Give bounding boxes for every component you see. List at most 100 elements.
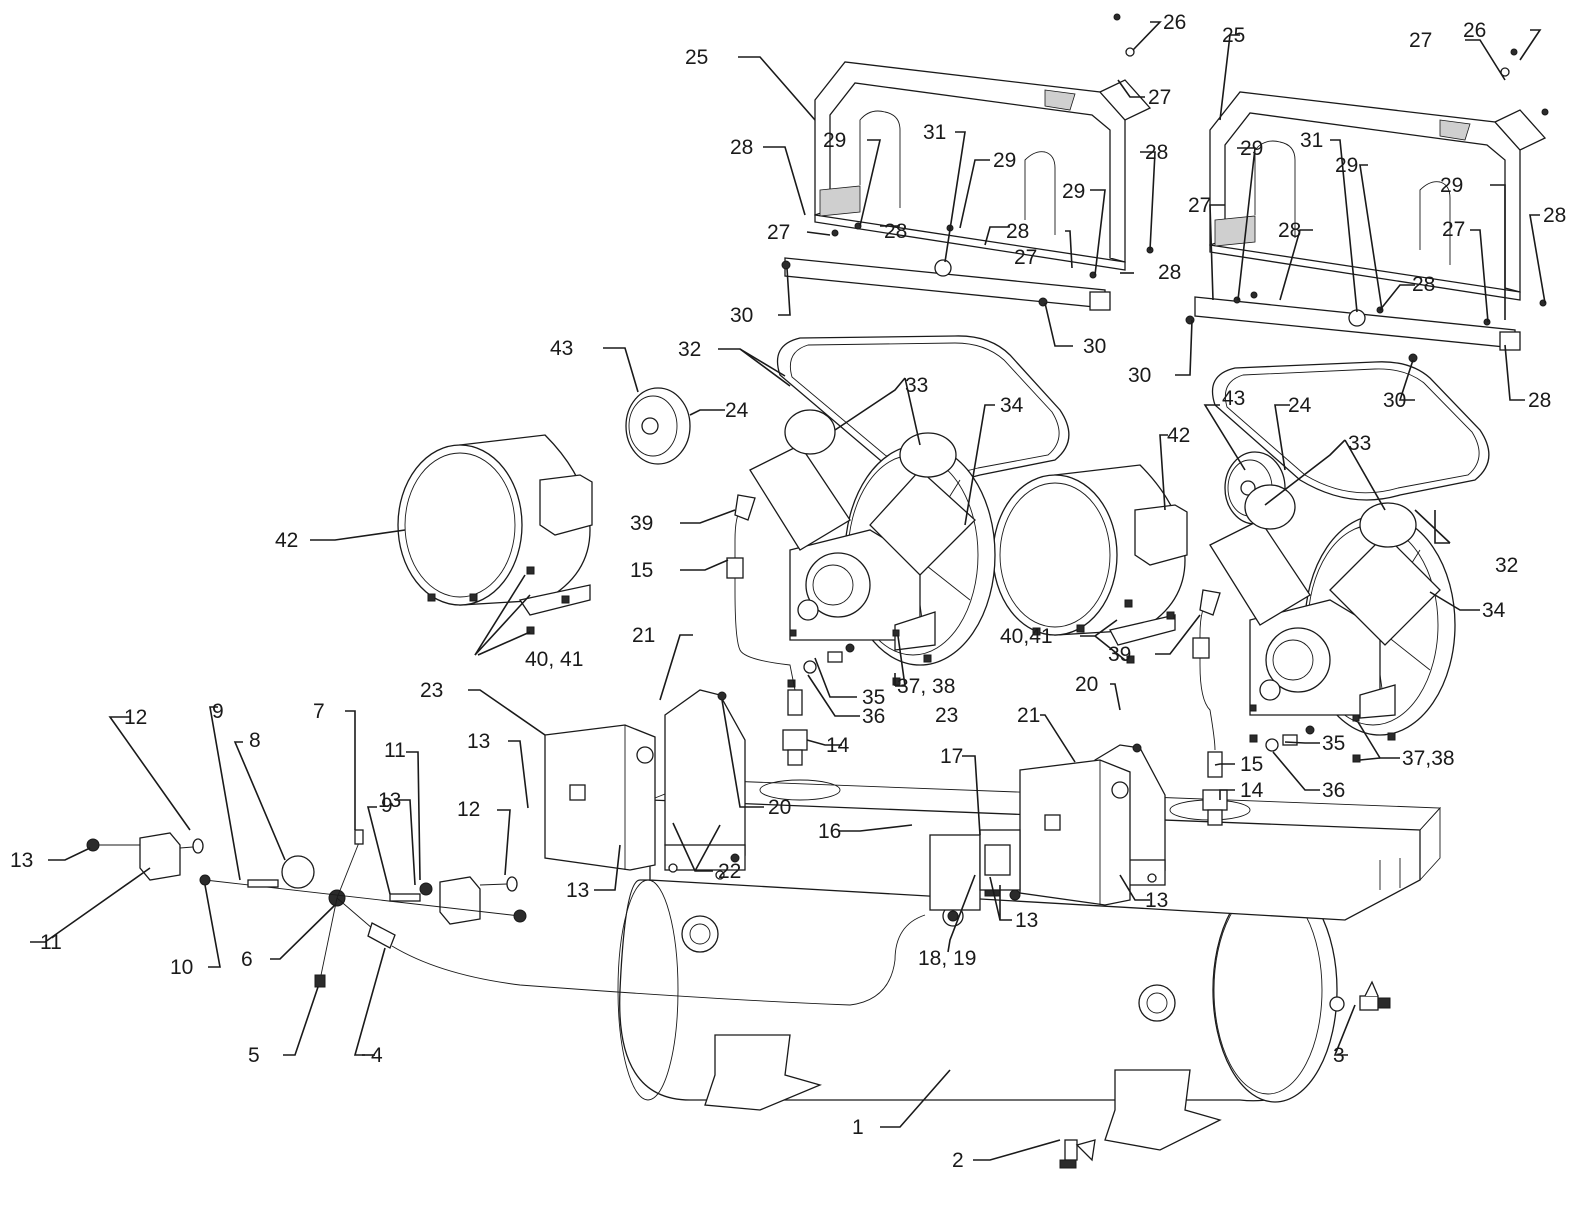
callout-13d: 13 <box>566 879 589 902</box>
callout-12b: 12 <box>457 798 480 821</box>
callout-39b: 39 <box>1108 643 1131 666</box>
callout-4: 4 <box>371 1044 383 1067</box>
motor-right <box>992 464 1188 664</box>
callout-27b: 27 <box>1409 29 1432 52</box>
callout-29d: 29 <box>1240 137 1263 160</box>
callout-14a: 14 <box>826 734 850 757</box>
callout-28h: 28 <box>1543 204 1566 227</box>
callout-15b: 15 <box>1240 753 1263 776</box>
tank-feet <box>704 1034 1222 1151</box>
pressure-switch-left <box>86 832 204 881</box>
callout-5: 5 <box>248 1044 260 1067</box>
callout-labels: 1 2 3 4 5 6 7 8 9 9 10 11 11 12 12 13 13… <box>10 11 1566 1172</box>
callout-21a: 21 <box>632 624 655 647</box>
callout-43a: 43 <box>550 337 573 360</box>
callout-27c: 27 <box>767 221 790 244</box>
callout-31a: 31 <box>923 121 946 144</box>
callout-17: 17 <box>940 745 963 768</box>
motor-left <box>397 434 593 635</box>
callout-30d: 30 <box>1383 389 1406 412</box>
callout-29a: 29 <box>823 129 846 152</box>
callout-37-38b: 37,38 <box>1402 747 1455 770</box>
callout-35a: 35 <box>862 686 885 709</box>
belt-guard-right <box>1209 91 1547 301</box>
callout-31b: 31 <box>1300 129 1323 152</box>
callout-27e: 27 <box>1188 194 1211 217</box>
pressure-switch-right <box>419 876 518 925</box>
callout-20b: 20 <box>1075 673 1098 696</box>
callout-2: 2 <box>952 1149 964 1172</box>
callout-8: 8 <box>249 729 261 752</box>
leader-lines <box>30 21 1546 1161</box>
callout-26a: 26 <box>1163 11 1186 34</box>
discharge-tube-left <box>726 494 808 766</box>
callout-28e: 28 <box>1145 141 1168 164</box>
callout-27f: 27 <box>1442 218 1465 241</box>
callout-27a: 27 <box>1148 86 1171 109</box>
callout-36a: 36 <box>862 705 885 728</box>
starter-box-right <box>1019 759 1131 906</box>
callout-28b: 28 <box>884 220 907 243</box>
callout-29f: 29 <box>1440 174 1463 197</box>
callout-34a: 34 <box>1000 394 1024 417</box>
callout-23a: 23 <box>420 679 443 702</box>
callout-29c: 29 <box>1062 180 1085 203</box>
callout-32a: 32 <box>678 338 701 361</box>
guard-rail-left <box>781 257 1111 311</box>
pump-right <box>1209 484 1456 763</box>
callout-37-38a: 37, 38 <box>897 675 955 698</box>
belt-guard-bracket-left <box>664 689 746 880</box>
air-tank <box>617 877 1345 1103</box>
callout-33b: 33 <box>1348 432 1371 455</box>
callout-40-41a: 40, 41 <box>525 648 583 671</box>
callout-1: 1 <box>852 1116 864 1139</box>
control-panel <box>929 829 1021 911</box>
belt-left <box>776 335 1070 481</box>
callout-30b: 30 <box>1083 335 1106 358</box>
callout-28c: 28 <box>1006 220 1029 243</box>
callout-28g: 28 <box>1412 273 1435 296</box>
callout-20a: 20 <box>768 796 791 819</box>
callout-13b: 13 <box>378 789 401 812</box>
callout-9b: 9 <box>381 794 393 817</box>
callout-27d: 27 <box>1014 246 1037 269</box>
callout-25a: 25 <box>685 46 708 69</box>
callout-28i: 28 <box>1528 389 1551 412</box>
guard-rail-right <box>1185 296 1521 363</box>
callout-29b: 29 <box>993 149 1016 172</box>
callout-10: 10 <box>170 956 193 979</box>
callout-23b: 23 <box>935 704 958 727</box>
callout-32b: 32 <box>1495 554 1518 577</box>
callout-24a: 24 <box>725 399 749 422</box>
callout-22: 22 <box>718 860 741 883</box>
callout-13e: 13 <box>1015 909 1038 932</box>
callout-30a: 30 <box>730 304 753 327</box>
belt-right <box>1211 361 1490 501</box>
callout-18-19: 18, 19 <box>918 947 976 970</box>
callout-7: 7 <box>313 700 325 723</box>
callout-21b: 21 <box>1017 704 1040 727</box>
callout-28d: 28 <box>1158 261 1181 284</box>
drain-valve <box>1059 1139 1096 1169</box>
callout-36b: 36 <box>1322 779 1345 802</box>
callout-40-41b: 40,41 <box>1000 625 1053 648</box>
callout-11b: 11 <box>384 739 406 762</box>
callout-39a: 39 <box>630 512 653 535</box>
motor-pulley-left <box>625 387 691 465</box>
manifold-assembly <box>199 829 926 1006</box>
callout-30c: 30 <box>1128 364 1151 387</box>
callout-13a: 13 <box>10 849 33 872</box>
callout-29e: 29 <box>1335 154 1358 177</box>
callout-12a: 12 <box>124 706 147 729</box>
starter-box-left <box>544 724 656 871</box>
callout-13c: 13 <box>467 730 490 753</box>
callout-6: 6 <box>241 948 253 971</box>
callout-34b: 34 <box>1482 599 1506 622</box>
callout-33a: 33 <box>905 374 928 397</box>
pump-left <box>749 409 996 688</box>
callout-15a: 15 <box>630 559 653 582</box>
callout-26b: 26 <box>1463 19 1486 42</box>
callout-43b: 43 <box>1222 387 1245 410</box>
